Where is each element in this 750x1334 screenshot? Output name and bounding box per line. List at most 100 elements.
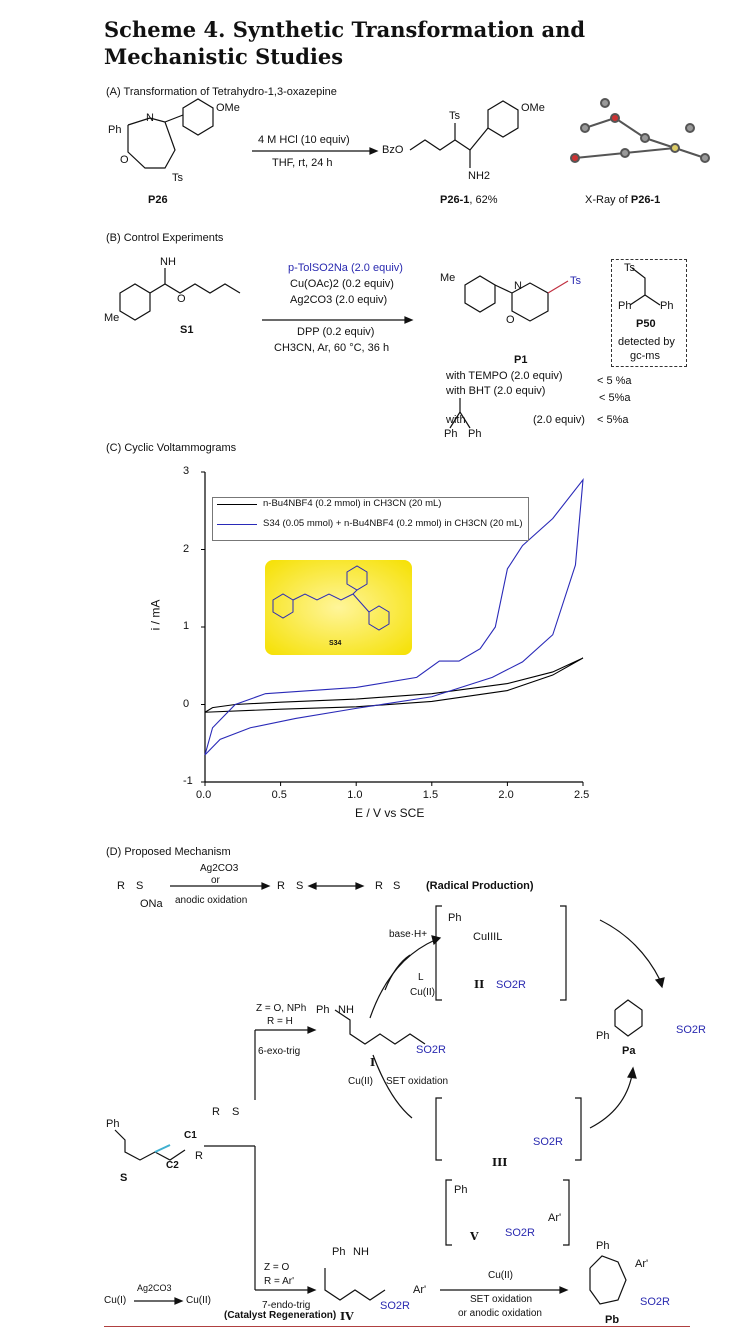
xray-structure-image bbox=[570, 98, 710, 163]
p50-box bbox=[611, 259, 687, 367]
substrate-s: S bbox=[120, 1172, 128, 1184]
atom-label: SO2R bbox=[416, 1044, 446, 1056]
atom-label: NH bbox=[160, 256, 176, 268]
reagent: L bbox=[418, 972, 424, 983]
intermediate-iv: IV bbox=[340, 1310, 354, 1323]
intermediate-iii: III bbox=[492, 1156, 508, 1169]
atom-label: Ts bbox=[449, 110, 460, 122]
atom-label: Ph bbox=[596, 1240, 610, 1252]
atom-label: Ts bbox=[172, 172, 183, 184]
atom-label: O bbox=[177, 293, 186, 305]
product-pb: Pb bbox=[605, 1314, 620, 1326]
reagent: Cu(OAc)2 (0.2 equiv) bbox=[290, 278, 394, 290]
base-label: base·H+ bbox=[389, 929, 428, 940]
reagent: DPP (0.2 equiv) bbox=[297, 326, 375, 338]
p50-note: detected by bbox=[618, 336, 675, 348]
y-tick-label: 3 bbox=[183, 465, 190, 477]
reagent: THF, rt, 24 h bbox=[272, 157, 333, 169]
atom-label: Ph bbox=[108, 124, 122, 136]
condition: Z = O, NPh bbox=[256, 1003, 307, 1014]
yield: < 5%a bbox=[599, 392, 631, 404]
atom-label: N bbox=[514, 280, 522, 292]
product-p26-1: P26-1, 62% bbox=[440, 194, 498, 206]
scheme-title: Scheme 4. Synthetic Transformation and M… bbox=[104, 17, 586, 69]
s34-label: S34 bbox=[329, 640, 342, 647]
atom-label: R bbox=[277, 880, 285, 892]
x-tick-label: 1.0 bbox=[347, 789, 363, 801]
x-tick-label: 0.5 bbox=[271, 789, 287, 801]
atom-label: Ph bbox=[106, 1118, 120, 1130]
atom-label: Ph bbox=[468, 428, 482, 440]
product-label: P26-1 bbox=[440, 194, 470, 206]
compound-p1: P1 bbox=[514, 354, 528, 366]
reagent: or bbox=[211, 875, 220, 886]
regen-cu2: Cu(II) bbox=[186, 1295, 211, 1306]
atom-label: NH2 bbox=[468, 170, 491, 182]
y-tick-label: 0 bbox=[183, 697, 190, 710]
atom-label: N bbox=[146, 112, 154, 124]
carbon-label-c2: C2 bbox=[166, 1160, 179, 1171]
atom-label: Ph bbox=[660, 300, 674, 312]
xray-caption-compound: P26-1 bbox=[630, 194, 661, 206]
legend-entry: n-Bu4NBF4 (0.2 mmol) in CH3CN (20 mL) bbox=[263, 498, 442, 509]
xray-caption-text: X-Ray of bbox=[585, 194, 631, 206]
condition: with bbox=[446, 414, 466, 426]
s34-structure bbox=[272, 565, 390, 631]
atom-label: Ph bbox=[448, 912, 462, 924]
atom-label: OMe bbox=[216, 102, 240, 114]
atom-label: R bbox=[212, 1106, 220, 1118]
reagent: or anodic oxidation bbox=[458, 1308, 542, 1319]
x-tick-label: 1.5 bbox=[422, 789, 439, 801]
atom-label: Ph bbox=[316, 1004, 330, 1016]
atom-label: O bbox=[120, 154, 129, 166]
atom-label: ONa bbox=[140, 898, 163, 910]
compound-p50: P50 bbox=[636, 318, 656, 330]
chart-legend: n-Bu4NBF4 (0.2 mmol) in CH3CN (20 mL) S3… bbox=[212, 497, 529, 541]
atom-label: Ts bbox=[624, 262, 635, 274]
atom-label: O bbox=[506, 314, 515, 326]
x-tick-label: 2.5 bbox=[574, 789, 590, 801]
p50-note: gc-ms bbox=[630, 350, 660, 362]
x-tick-label: 2.0 bbox=[498, 789, 514, 801]
intermediate-ii: II bbox=[474, 978, 485, 991]
atom-label: Me bbox=[440, 272, 456, 284]
atom-label: Ar' bbox=[413, 1284, 427, 1296]
condition: Z = O bbox=[264, 1262, 290, 1273]
condition: 7-endo-trig bbox=[262, 1300, 311, 1311]
atom-label: Ar' bbox=[635, 1258, 649, 1270]
reagent: SET oxidation bbox=[386, 1076, 449, 1087]
atom-label: OMe bbox=[521, 102, 545, 114]
atom-label: Ar' bbox=[548, 1212, 562, 1224]
legend-swatch-blue bbox=[217, 524, 257, 525]
atom-label: R bbox=[117, 880, 125, 892]
reagent: anodic oxidation bbox=[175, 895, 248, 906]
atom-label: R bbox=[195, 1150, 203, 1162]
regen-reagent: Ag2CO3 bbox=[137, 1283, 172, 1293]
atom-label: NH bbox=[338, 1004, 354, 1016]
section-a-label: (A) Transformation of Tetrahydro-1,3-oxa… bbox=[106, 86, 337, 98]
yield: , 62% bbox=[469, 194, 498, 206]
reagent: CH3CN, Ar, 60 °C, 36 h bbox=[274, 342, 390, 354]
reagent: Ag2CO3 bbox=[200, 863, 239, 874]
y-tick-label: 1 bbox=[183, 620, 190, 632]
condition: R = H bbox=[267, 1016, 293, 1027]
x-tick-label: 0.0 bbox=[196, 789, 212, 801]
cv-series-1 bbox=[204, 477, 584, 756]
legend-entry: S34 (0.05 mmol) + n-Bu4NBF4 (0.2 mmol) i… bbox=[263, 518, 523, 529]
atom-label: S bbox=[232, 1106, 240, 1118]
reagent: SET oxidation bbox=[470, 1294, 533, 1305]
atom-label: Me bbox=[104, 312, 120, 324]
regen-cu1: Cu(I) bbox=[104, 1295, 127, 1306]
atom-label: SO2R bbox=[380, 1300, 410, 1312]
atom-label: Ph bbox=[618, 300, 632, 312]
section-d-label: (D) Proposed Mechanism bbox=[106, 846, 231, 858]
atom-label: BzO bbox=[382, 144, 404, 156]
s34-structure-box: S34 bbox=[265, 560, 412, 655]
condition: R = Ar' bbox=[264, 1276, 294, 1287]
condition: with TEMPO (2.0 equiv) bbox=[446, 370, 563, 382]
atom-label: Ph bbox=[444, 428, 458, 440]
atom-label: Ph bbox=[596, 1030, 610, 1042]
reagent: Cu(II) bbox=[348, 1076, 373, 1087]
compound-p26: P26 bbox=[148, 194, 168, 206]
